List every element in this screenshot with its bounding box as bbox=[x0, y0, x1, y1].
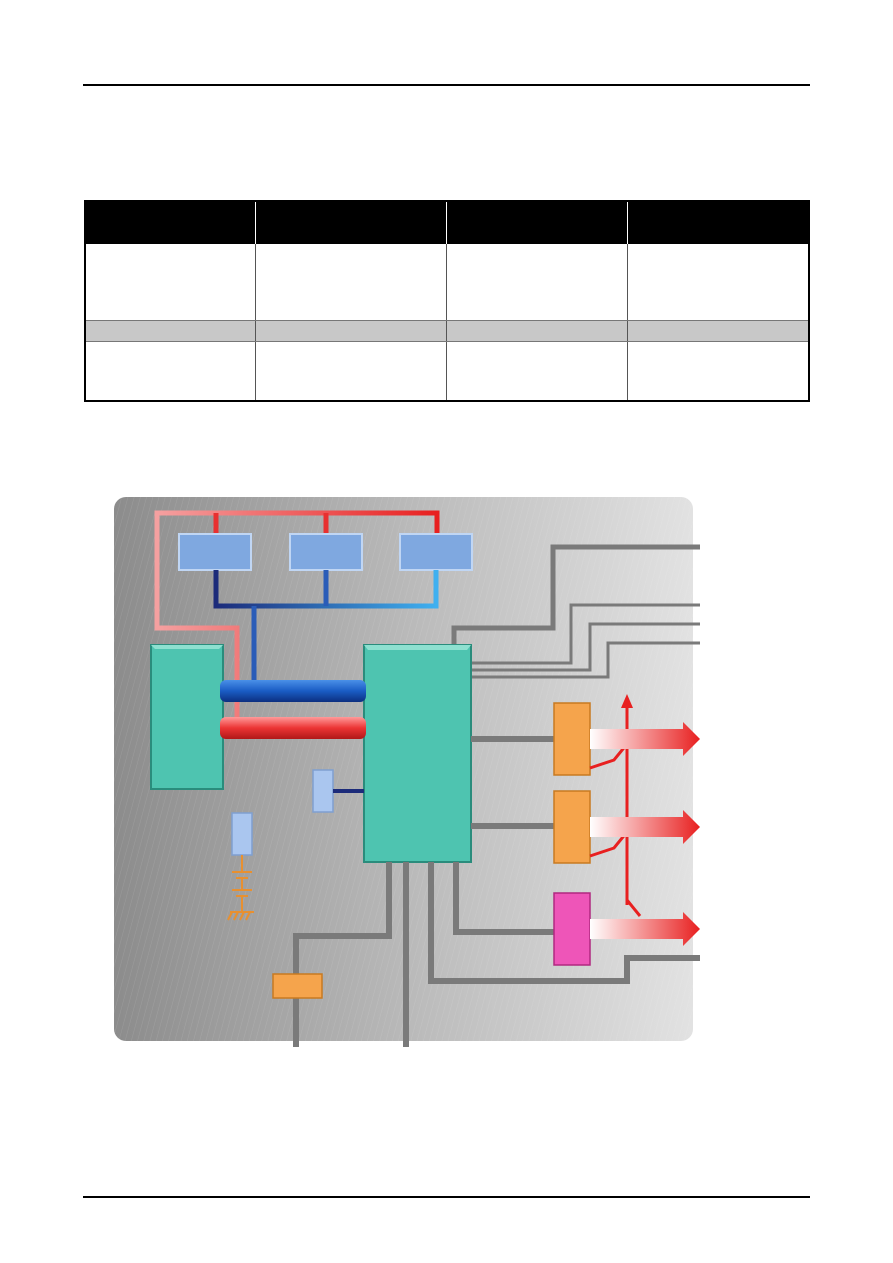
memory-block bbox=[178, 533, 252, 571]
gray-signal-line bbox=[453, 862, 556, 935]
table-cell bbox=[627, 320, 809, 342]
blue-bus bbox=[220, 680, 366, 702]
table-cell bbox=[85, 320, 256, 342]
oscillator-block bbox=[272, 973, 323, 999]
output-arrow-icon bbox=[590, 912, 700, 946]
table-header-cell bbox=[446, 201, 628, 244]
table-cell bbox=[255, 320, 447, 342]
red-signal-branch bbox=[589, 743, 629, 770]
gray-signal-line bbox=[451, 544, 700, 645]
memory-block bbox=[289, 533, 363, 571]
gray-signal-line bbox=[470, 603, 700, 665]
footer-rule bbox=[83, 1196, 810, 1198]
table-row bbox=[85, 320, 809, 342]
table-header-row bbox=[85, 201, 809, 244]
memory-block bbox=[399, 533, 473, 571]
red-signal-branch bbox=[625, 899, 642, 917]
table-header-cell bbox=[255, 201, 447, 244]
red-signal-branch bbox=[589, 831, 629, 858]
table-cell bbox=[255, 341, 447, 401]
output-arrow-icon bbox=[590, 722, 700, 756]
block-bevel bbox=[364, 645, 471, 650]
ground-icon bbox=[227, 855, 254, 921]
block-diagram bbox=[114, 497, 700, 1047]
table-cell bbox=[627, 244, 809, 321]
processor-block bbox=[363, 644, 472, 863]
arrow-up-icon bbox=[621, 694, 633, 708]
output-block bbox=[553, 702, 591, 776]
gray-signal-line bbox=[470, 622, 700, 672]
table-cell bbox=[446, 244, 628, 321]
output-block bbox=[553, 790, 591, 864]
table-cell bbox=[446, 320, 628, 342]
table-row bbox=[85, 244, 809, 321]
output-arrow-icon bbox=[590, 810, 700, 844]
table-cell bbox=[446, 341, 628, 401]
table-cell bbox=[85, 341, 256, 401]
red-bus bbox=[220, 717, 366, 739]
table-cell bbox=[85, 244, 256, 321]
table-row bbox=[85, 341, 809, 402]
gray-signal-line bbox=[428, 862, 700, 984]
output-block-highlight bbox=[553, 892, 591, 966]
table-cell bbox=[255, 244, 447, 321]
small-device-block bbox=[312, 769, 334, 813]
small-device-block bbox=[231, 812, 253, 856]
table-cell bbox=[627, 342, 809, 402]
gray-signal-line bbox=[470, 641, 700, 679]
table-header-cell bbox=[627, 201, 809, 244]
red-bus-top-loop bbox=[154, 510, 440, 722]
block-bevel bbox=[151, 645, 223, 649]
table-header-cell bbox=[85, 201, 256, 244]
header-rule bbox=[83, 84, 810, 86]
controller-block bbox=[150, 644, 224, 790]
spec-table bbox=[84, 200, 810, 402]
